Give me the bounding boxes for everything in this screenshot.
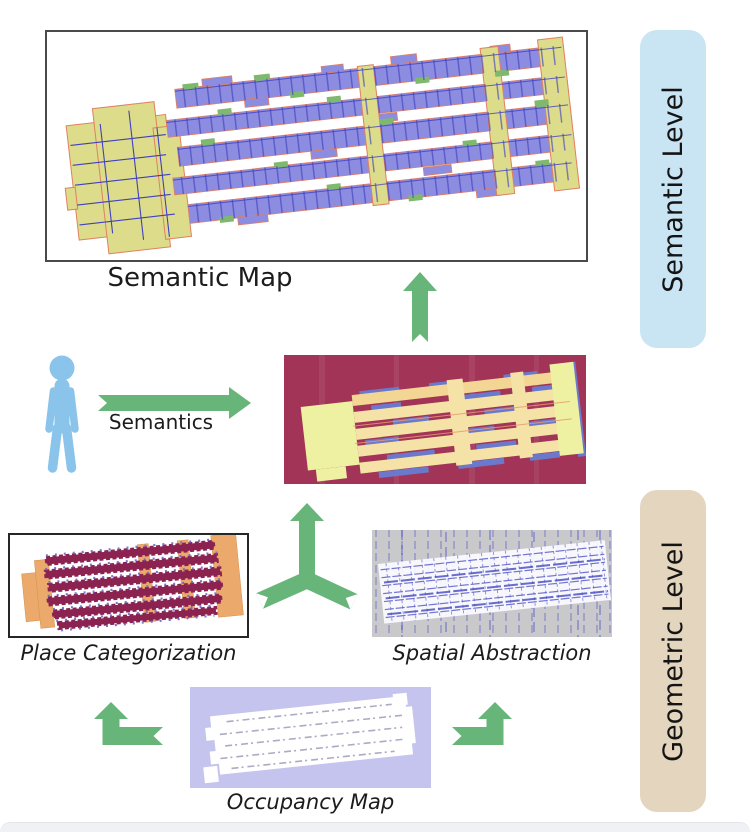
semantics-label: Semantics — [108, 410, 214, 434]
geometric-level-label: Geometric Level — [657, 540, 689, 762]
elbow-up-left-arrow-icon — [94, 702, 163, 745]
semantic-level-badge: Semantic Level — [640, 30, 706, 348]
place-categorization-panel — [8, 532, 249, 638]
geometric-level-badge: Geometric Level — [640, 490, 706, 812]
semantic-map-image — [64, 36, 581, 255]
semantic-map-label: Semantic Map — [107, 263, 293, 293]
merge-up-arrow-icon — [256, 503, 358, 610]
elbow-up-right-arrow-icon — [452, 702, 512, 745]
semantic-level-label: Semantic Level — [657, 85, 689, 293]
place-categorization-image — [21, 532, 244, 632]
occupancy-map-label: Occupancy Map — [226, 790, 395, 814]
central-map-image — [284, 355, 586, 484]
spatial-abstraction-label: Spatial Abstraction — [392, 641, 592, 665]
spatial-abstraction-image — [372, 530, 612, 637]
arrow-up-icon — [403, 272, 437, 342]
occupancy-map-image — [190, 687, 431, 788]
person-icon — [45, 355, 79, 473]
place-categorization-label: Place Categorization — [20, 641, 237, 665]
page-bottom-strip — [0, 822, 750, 832]
semantic-map-panel — [45, 30, 588, 262]
